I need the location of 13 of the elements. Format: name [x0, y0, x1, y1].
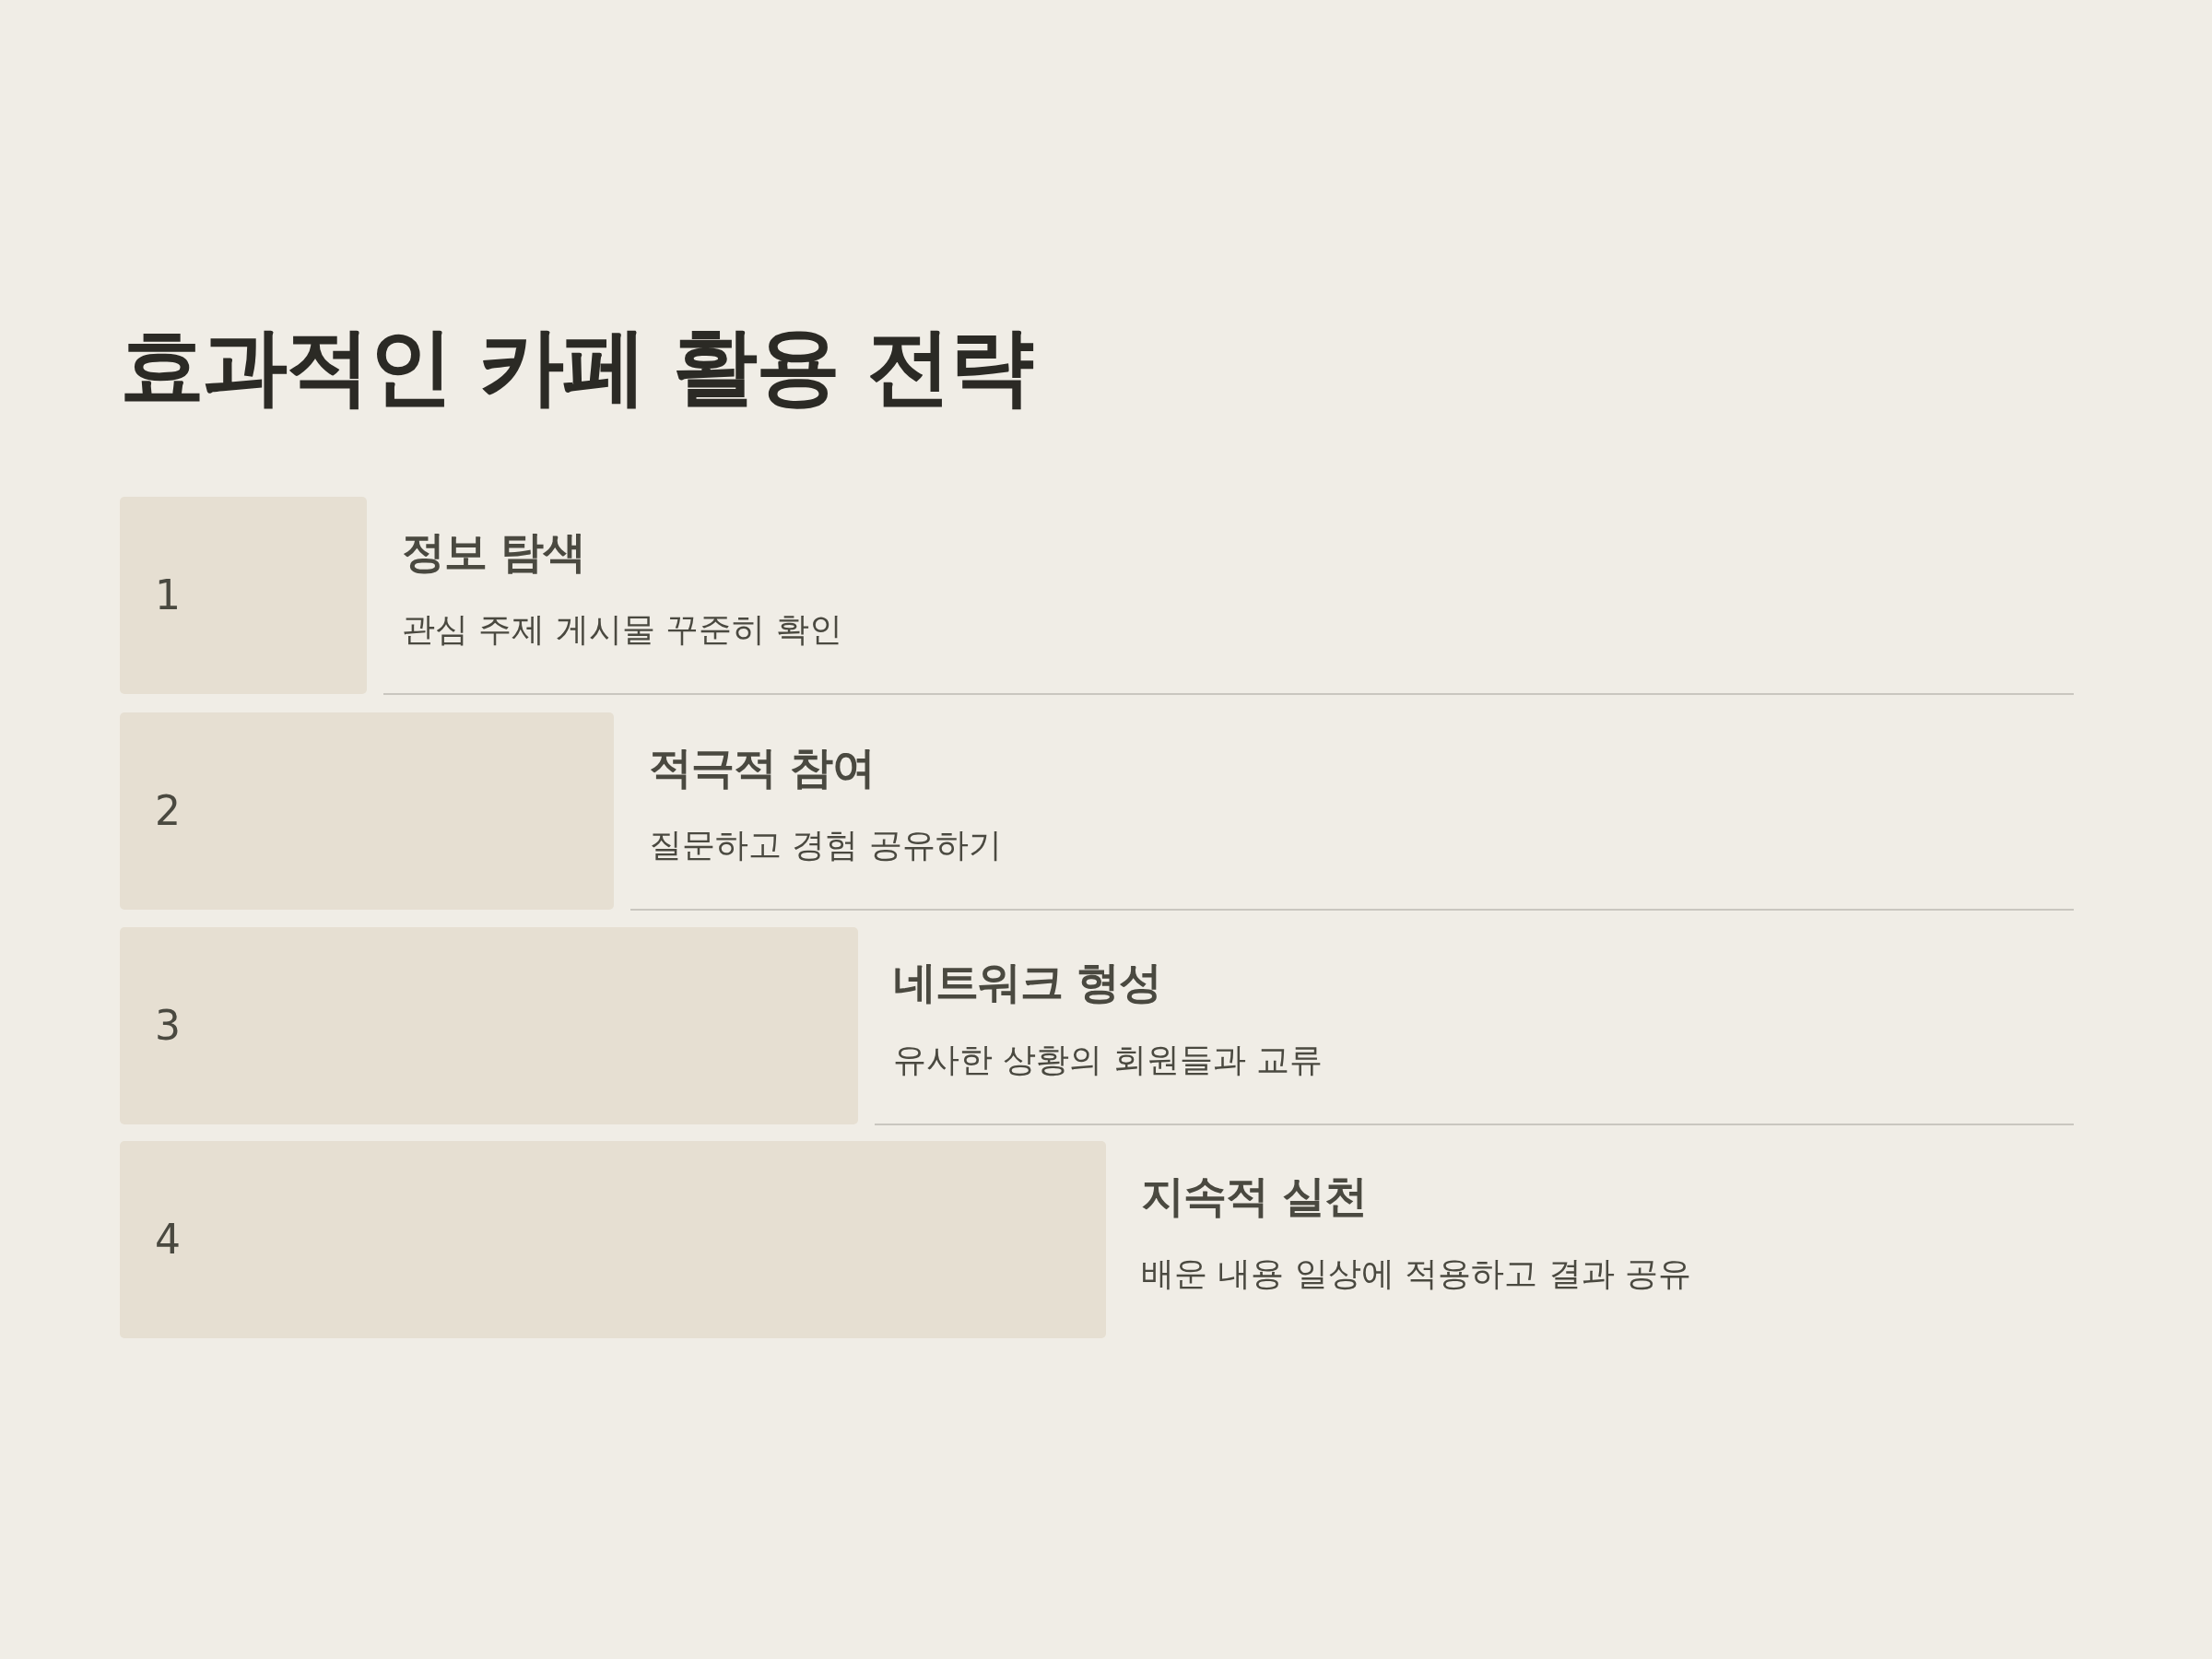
step-heading: 적극적 참여: [649, 743, 876, 794]
step-heading: 네트워크 형성: [893, 958, 1162, 1008]
step-description: 관심 주제 게시물 꾸준히 확인: [402, 609, 842, 650]
step-heading: 지속적 실천: [1141, 1171, 1368, 1222]
step-description: 배운 내용 일상에 적용하고 결과 공유: [1141, 1253, 1692, 1294]
step-heading: 정보 탐색: [402, 527, 586, 578]
step-number: 2: [155, 788, 181, 834]
step-description: 유사한 상황의 회원들과 교류: [893, 1040, 1324, 1080]
step-number: 1: [155, 572, 181, 618]
title: 효과적인 카페 활용 전략: [120, 318, 1033, 416]
step-description: 질문하고 경험 공유하기: [649, 825, 1002, 865]
step-number: 3: [155, 1003, 181, 1049]
step-number: 4: [155, 1217, 181, 1263]
